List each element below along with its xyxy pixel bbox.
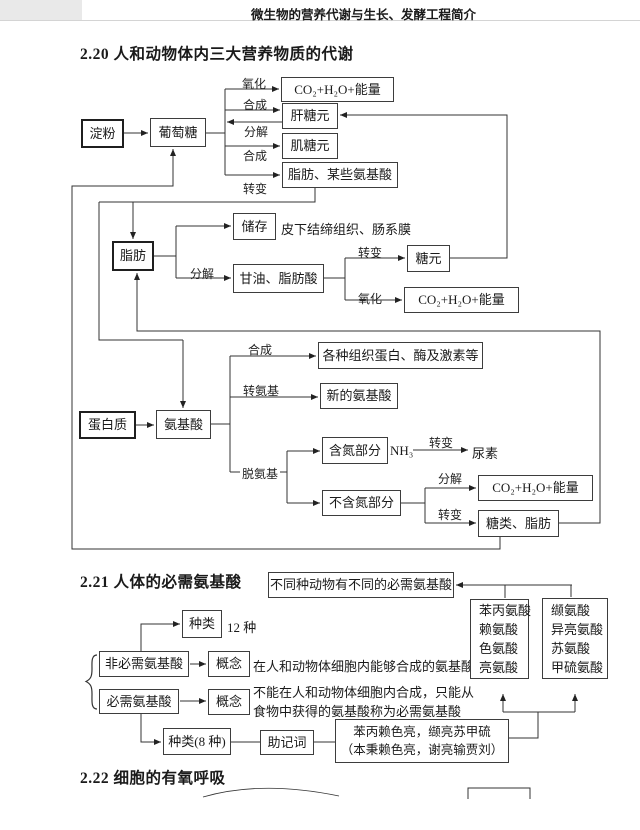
text-12-kinds: 12 种 bbox=[227, 620, 257, 635]
text-urea: 尿素 bbox=[472, 446, 499, 461]
label-transform-4: 转变 bbox=[438, 508, 463, 522]
amino-item: 色氨酸 bbox=[479, 641, 519, 656]
section-heading-221: 2.21 人体的必需氨基酸 bbox=[80, 574, 242, 591]
node-new-amino: 新的氨基酸 bbox=[320, 383, 398, 409]
label-oxidation-2: 氧化 bbox=[358, 292, 383, 306]
page-top-rule bbox=[0, 20, 640, 21]
amino-list-right: 缬氨酸 异亮氨酸 苏氨酸 甲硫氨酸 bbox=[542, 598, 608, 679]
label-oxidation-1: 氧化 bbox=[242, 77, 267, 91]
node-co2-energy-3: CO₂+H₂O+能量 bbox=[478, 475, 593, 501]
label-decompose-2: 分解 bbox=[190, 267, 215, 281]
node-types: 种类 bbox=[182, 610, 222, 638]
amino-list-left: 苯丙氨酸 赖氨酸 色氨酸 亮氨酸 bbox=[470, 599, 532, 679]
label-synthesis-3: 合成 bbox=[248, 343, 273, 357]
node-co2-energy-2: CO₂+H₂O+能量 bbox=[404, 287, 519, 313]
node-starch: 淀粉 bbox=[81, 119, 124, 148]
node-fat: 脂肪 bbox=[112, 241, 154, 271]
node-storage: 储存 bbox=[233, 213, 276, 240]
node-glycogen: 糖元 bbox=[407, 245, 450, 272]
node-sugars-fats: 糖类、脂肪 bbox=[478, 510, 559, 537]
amino-item: 亮氨酸 bbox=[479, 660, 519, 675]
label-synthesis-1: 合成 bbox=[243, 98, 268, 112]
label-transform-3: 转变 bbox=[429, 436, 454, 450]
label-decompose-1: 分解 bbox=[244, 125, 269, 139]
text-essential-def-1: 不能在人和动物体细胞内合成，只能从 bbox=[253, 685, 475, 700]
text-nonessential-def: 在人和动物体细胞内能够合成的氨基酸 bbox=[253, 659, 475, 674]
node-amino-acid: 氨基酸 bbox=[156, 410, 211, 439]
amino-item: 赖氨酸 bbox=[479, 622, 519, 637]
node-mnemonic-label: 助记词 bbox=[260, 730, 314, 755]
node-tissue-proteins: 各种组织蛋白、酶及激素等 bbox=[318, 342, 483, 369]
label-transform-2: 转变 bbox=[358, 246, 383, 260]
amino-item: 苏氨酸 bbox=[551, 640, 591, 656]
section-heading-222: 2.22 细胞的有氧呼吸 bbox=[80, 770, 226, 787]
label-decompose-3: 分解 bbox=[438, 472, 463, 486]
node-nonessential-amino: 非必需氨基酸 bbox=[99, 651, 189, 677]
label-synthesis-2: 合成 bbox=[243, 149, 268, 163]
page-margin-shade bbox=[0, 0, 82, 20]
label-deamination: 脱氨基 bbox=[240, 465, 281, 482]
amino-item: 苯丙氨酸 bbox=[479, 603, 532, 618]
node-concept-1: 概念 bbox=[208, 651, 250, 677]
amino-item: 缬氨酸 bbox=[551, 602, 591, 618]
node-essential-amino: 必需氨基酸 bbox=[99, 689, 179, 714]
node-non-nitrogen-part: 不含氮部分 bbox=[322, 490, 401, 516]
node-different-animals: 不同种动物有不同的必需氨基酸 bbox=[268, 572, 454, 598]
node-fat-some-amino: 脂肪、某些氨基酸 bbox=[282, 162, 398, 188]
label-transform-1: 转变 bbox=[243, 182, 268, 196]
node-liver-glycogen: 肝糖元 bbox=[282, 103, 338, 129]
label-transamination: 转氨基 bbox=[243, 384, 280, 398]
text-essential-def-2: 食物中获得的氨基酸称为必需氨基酸 bbox=[253, 704, 462, 719]
amino-item: 异亮氨酸 bbox=[551, 621, 604, 637]
node-co2-energy-1: CO₂+H₂O+能量 bbox=[281, 77, 394, 102]
node-muscle-glycogen: 肌糖元 bbox=[282, 133, 338, 159]
node-nitrogen-part: 含氮部分 bbox=[322, 437, 388, 464]
mnemonic-line-1: 苯丙赖色亮，缬亮苏甲硫 bbox=[353, 725, 491, 739]
node-types-8: 种类(8 种) bbox=[163, 728, 231, 755]
node-glucose: 葡萄糖 bbox=[150, 118, 206, 147]
page-header-title: 微生物的营养代谢与生长、发酵工程简介 bbox=[251, 8, 477, 22]
mnemonic-line-2: （本秉赖色亮，谢亮输贾刘） bbox=[340, 743, 504, 757]
node-mnemonic-box: 苯丙赖色亮，缬亮苏甲硫 （本秉赖色亮，谢亮输贾刘） bbox=[335, 719, 509, 763]
node-protein: 蛋白质 bbox=[79, 411, 136, 439]
node-glycerol-fattyacid: 甘油、脂肪酸 bbox=[233, 264, 324, 293]
text-subcutaneous: 皮下结缔组织、肠系膜 bbox=[281, 222, 412, 237]
amino-item: 甲硫氨酸 bbox=[551, 659, 604, 675]
node-concept-2: 概念 bbox=[208, 689, 250, 715]
text-nh3: NH₃ bbox=[390, 443, 414, 458]
section-heading-220: 2.20 人和动物体内三大营养物质的代谢 bbox=[80, 46, 354, 63]
